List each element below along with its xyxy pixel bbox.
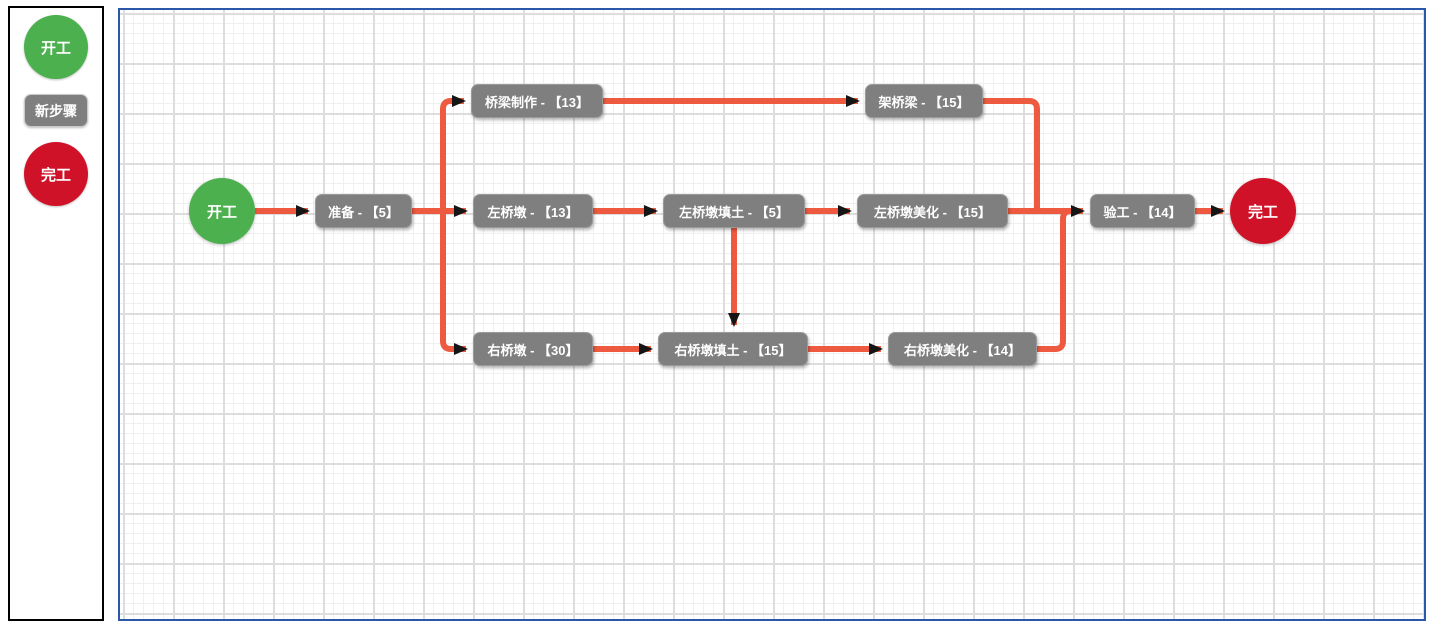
node-prepare[interactable]: 准备 - 【5】 xyxy=(315,194,412,228)
node-left-pier[interactable]: 左桥墩 - 【13】 xyxy=(473,194,593,228)
node-start[interactable]: 开工 xyxy=(189,178,255,244)
edge-right-pier-beautify-inspection[interactable] xyxy=(1037,208,1080,352)
node-girder-fabrication[interactable]: 桥梁制作 - 【13】 xyxy=(471,84,603,118)
node-left-pier-beautify[interactable]: 左桥墩美化 - 【15】 xyxy=(857,194,1008,228)
palette-start-node[interactable]: 开工 xyxy=(24,15,88,79)
node-inspection[interactable]: 验工 - 【14】 xyxy=(1090,194,1195,228)
edge-prepare-girder-fabrication[interactable] xyxy=(440,95,466,211)
edges-layer xyxy=(255,95,1225,355)
edge-prepare-right-pier[interactable] xyxy=(440,211,468,355)
node-left-pier-fill[interactable]: 左桥墩填土 - 【5】 xyxy=(663,194,805,228)
shape-palette: 开工 新步骤 完工 xyxy=(8,6,104,621)
node-right-pier-fill[interactable]: 右桥墩填土 - 【15】 xyxy=(658,332,808,366)
node-end[interactable]: 完工 xyxy=(1230,178,1296,244)
palette-step-node[interactable]: 新步骤 xyxy=(24,94,88,127)
node-right-pier-beautify[interactable]: 右桥墩美化 - 【14】 xyxy=(888,332,1037,366)
flow-canvas[interactable]: 开工 准备 - 【5】 桥梁制作 - 【13】 左桥墩 - 【13】 右桥墩 -… xyxy=(118,8,1426,621)
node-girder-erection[interactable]: 架桥梁 - 【15】 xyxy=(865,84,983,118)
node-right-pier[interactable]: 右桥墩 - 【30】 xyxy=(473,332,593,366)
edge-girder-erection-inspection[interactable] xyxy=(983,98,1040,211)
palette-end-node[interactable]: 完工 xyxy=(24,142,88,206)
